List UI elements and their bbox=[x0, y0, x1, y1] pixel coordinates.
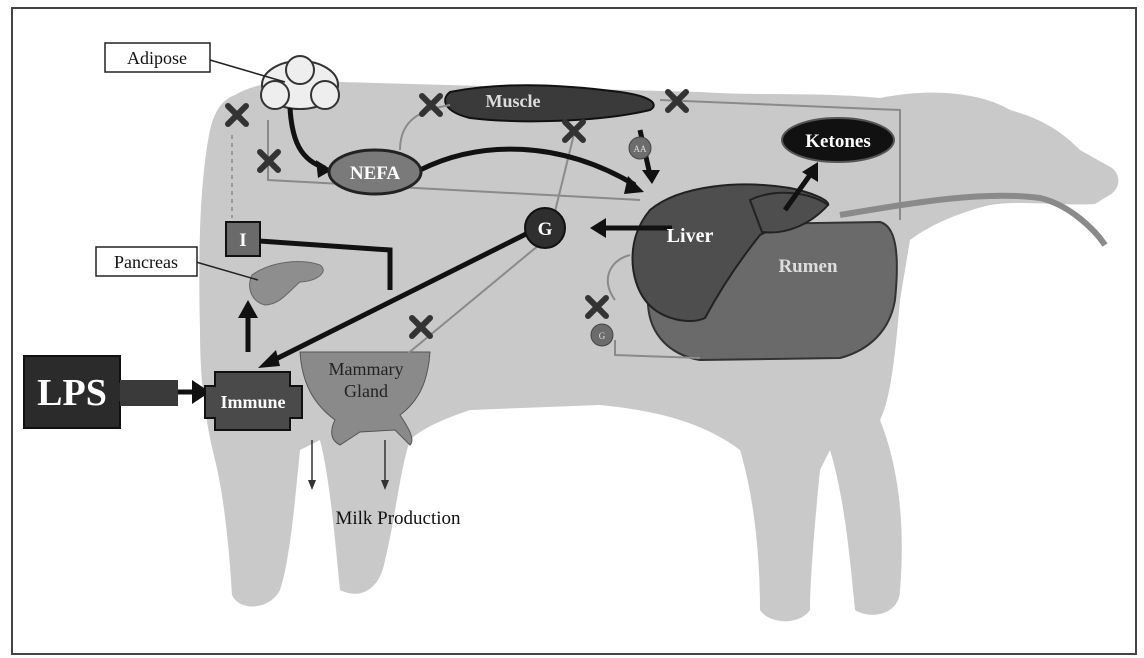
block-marker-icon bbox=[225, 103, 249, 127]
insulin-label: I bbox=[239, 230, 246, 251]
block-marker-icon bbox=[665, 89, 689, 113]
lps-label: LPS bbox=[37, 372, 107, 414]
mammary-label-line2: Gland bbox=[344, 381, 388, 401]
adipose-label-box bbox=[104, 42, 211, 73]
mammary-gland-organ bbox=[299, 351, 431, 446]
immune-box bbox=[204, 371, 303, 431]
blocked-pathway-markers bbox=[225, 89, 689, 339]
block-marker-icon bbox=[585, 295, 609, 319]
pancreas-label-box bbox=[95, 246, 198, 277]
block-marker-icon bbox=[419, 93, 443, 117]
immune-label: Immune bbox=[220, 392, 285, 412]
small-glucose-label: G bbox=[599, 331, 606, 341]
milk-arrowhead-right bbox=[381, 480, 389, 490]
block-marker-icon bbox=[409, 315, 433, 339]
insulin-box bbox=[225, 221, 261, 257]
ketones-label: Ketones bbox=[805, 131, 870, 152]
adipose-cloud bbox=[260, 55, 340, 110]
cow-silhouette bbox=[199, 80, 1119, 622]
small-glucose-node bbox=[590, 323, 614, 347]
back-stripe bbox=[839, 192, 1108, 247]
pancreas-label: Pancreas bbox=[114, 252, 178, 272]
pancreas-organ bbox=[249, 261, 324, 306]
muscle-organ bbox=[444, 84, 655, 123]
ketones-node bbox=[781, 117, 895, 163]
lps-arrow-shaft bbox=[120, 380, 178, 406]
liver-lobe bbox=[748, 191, 830, 234]
adipose-leader-line bbox=[209, 59, 286, 83]
glucose-label: G bbox=[538, 219, 553, 240]
amino-acids-node bbox=[628, 136, 652, 160]
muscle-label: Muscle bbox=[486, 91, 541, 111]
arrowheads bbox=[192, 160, 818, 404]
milk-arrowhead-left bbox=[308, 480, 316, 490]
rumen-label: Rumen bbox=[778, 256, 838, 277]
pancreas-leader-line bbox=[195, 261, 259, 281]
nefa-label: NEFA bbox=[350, 163, 401, 184]
milk-production-label: Milk Production bbox=[335, 508, 461, 529]
minor-pathways bbox=[267, 99, 901, 361]
nefa-node bbox=[327, 148, 423, 196]
amino-acids-label: AA bbox=[634, 144, 647, 154]
glucose-node bbox=[524, 207, 566, 249]
block-marker-icon bbox=[562, 119, 586, 143]
mammary-label-line1: Mammary bbox=[329, 359, 404, 379]
block-marker-icon bbox=[257, 149, 281, 173]
major-pathways bbox=[172, 107, 813, 395]
adipose-label: Adipose bbox=[127, 48, 187, 68]
liver-label: Liver bbox=[667, 225, 714, 247]
